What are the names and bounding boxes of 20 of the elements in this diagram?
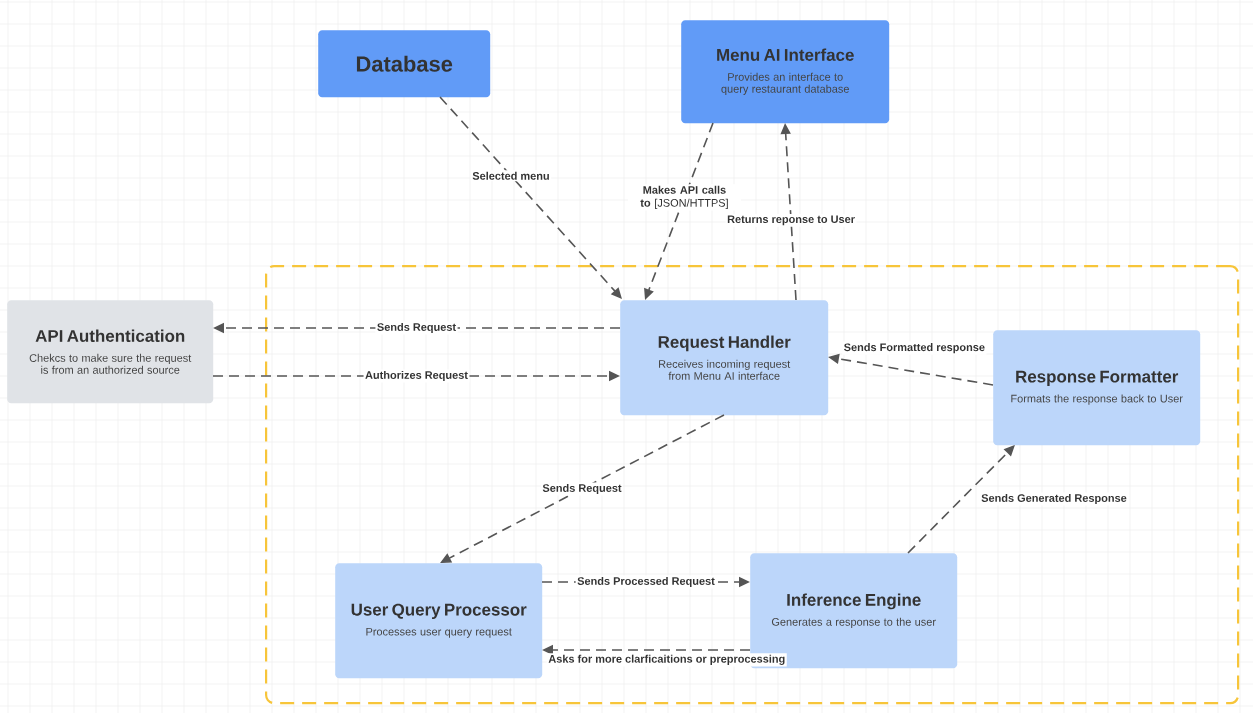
boundary-box (265, 265, 1240, 705)
edge-label: Sends Processed Request (575, 575, 717, 589)
edge-label: Selected menu (470, 170, 552, 182)
component-box: Request Handler Receives incoming request from Menu AI interface (620, 300, 829, 416)
arrow (440, 414, 725, 563)
edge-label: Makes API calls to [JSON/HTTPS] (627, 184, 741, 211)
component-box: Database (318, 30, 491, 98)
arrow (907, 445, 1015, 554)
edge-label: Returns reponse to User (725, 213, 857, 227)
component-box: User Query Processor Processes user query request (335, 563, 543, 679)
edge-label: Sends Generated Response (979, 492, 1129, 506)
edge-label: Sends Request (540, 482, 624, 496)
edge-label: Authorizes Request (363, 369, 470, 383)
edge-label: Sends Request (375, 321, 458, 335)
edge-label: Sends Formatted response (842, 341, 987, 355)
arrow (439, 96, 622, 299)
edge-label: Asks for more clarficaitions or preprocessing (546, 653, 787, 667)
component-box: Response Formatter Formats the response back to User (993, 330, 1201, 446)
component-box: API Authentication Chekcs to make sure the request is from an authorized source (7, 300, 214, 404)
component-box: Menu AI Interface Provides an interface to query restaurant database (681, 20, 890, 124)
